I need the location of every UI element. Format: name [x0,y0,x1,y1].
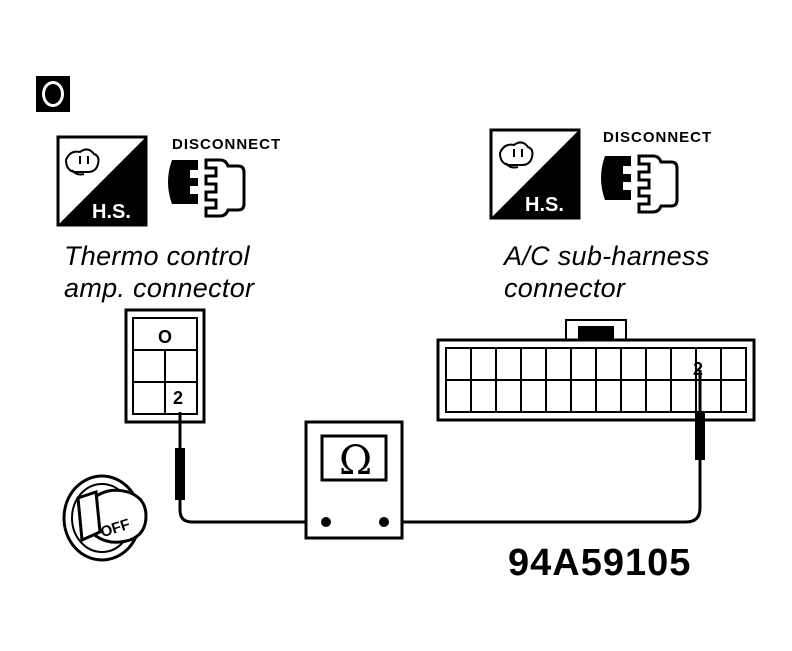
ac-connector-label-line2: connector [504,273,626,303]
ac-connector-cell-grid [470,348,722,412]
thermo-connector-label-line1: Thermo control [64,241,250,271]
right-hand-icon [498,141,534,169]
ohmmeter: Ω [304,420,404,540]
right-hs-icon: H.S. [489,128,581,220]
thermo-control-connector: O 2 [124,308,206,424]
ignition-key-icon: OFF [62,474,148,562]
right-test-lead [384,507,702,524]
ohmmeter-terminal-left [321,517,331,527]
left-hs-icon: H.S. [56,135,148,227]
ac-sub-harness-connector: 2 [436,319,756,422]
left-disconnect-label: DISCONNECT [172,136,282,153]
right-disconnect-icon [601,154,679,214]
step-badge-symbol: O [42,81,64,107]
ac-connector-label-line1: A/C sub-harness [504,241,710,271]
right-disconnect-label: DISCONNECT [603,129,713,146]
thermo-connector-top-symbol: O [158,327,172,347]
left-hand-icon [64,148,100,176]
thermo-connector-label-line2: amp. connector [64,273,255,303]
right-hs-label: H.S. [525,194,564,216]
left-test-lead [178,509,326,524]
step-badge: O [36,76,70,112]
ohmmeter-terminal-right [379,517,389,527]
left-probe [175,412,185,510]
thermo-connector-pin-label: 2 [173,388,183,408]
ohm-symbol: Ω [339,438,372,484]
left-hs-label: H.S. [92,201,131,223]
figure-code: 94A59105 [508,542,692,584]
left-disconnect-icon [168,158,246,218]
right-probe [695,370,705,508]
ac-connector-pin-label: 2 [693,359,703,379]
